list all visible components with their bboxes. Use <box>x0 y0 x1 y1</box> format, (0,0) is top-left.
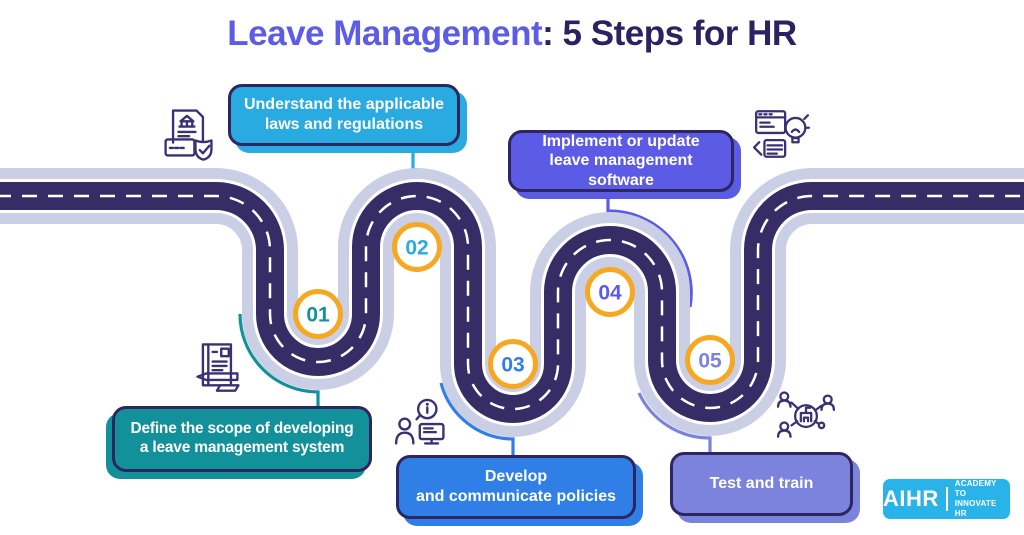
logo-brand-text: AIHR <box>883 486 939 511</box>
software-lightbulb-icon <box>752 110 811 158</box>
step-box-5: Test and train <box>670 452 853 516</box>
logo-divider <box>945 487 948 511</box>
page-title: Leave Management: 5 Steps for HR <box>0 14 1024 54</box>
step-circle-5: 05 <box>685 335 735 385</box>
step-circle-1: 01 <box>293 289 343 339</box>
step-label-2: Understand the applicable laws and regul… <box>243 96 445 133</box>
people-network-icon <box>776 391 836 438</box>
step-label-1: Define the scope of developing a leave m… <box>130 420 354 456</box>
connector-step-1 <box>238 313 320 407</box>
connector-step-3 <box>439 382 515 455</box>
step-label-4: Implement or update leave management sof… <box>542 132 700 189</box>
title-rest: : 5 Steps for HR <box>542 14 797 53</box>
step-number-5: 05 <box>698 350 722 373</box>
road-center-dashes <box>0 194 1024 411</box>
step-number-1: 01 <box>306 304 330 327</box>
road <box>0 168 1024 437</box>
document-pencil-icon <box>196 343 240 392</box>
step-circle-3: 03 <box>488 339 538 389</box>
logo-tagline: ACADEMY TO INNOVATE HR <box>954 479 997 518</box>
step-number-3: 03 <box>501 354 524 377</box>
person-monitor-info-icon <box>394 398 445 445</box>
step-circle-4: 04 <box>585 267 635 317</box>
step-box-3: Develop and communicate policies <box>396 455 636 519</box>
step-box-4: Implement or update leave management sof… <box>508 130 734 192</box>
step-box-1: Define the scope of developing a leave m… <box>112 406 372 472</box>
step-number-4: 04 <box>598 282 622 305</box>
step-label-3: Develop and communicate policies <box>415 468 617 505</box>
step-box-2: Understand the applicable laws and regul… <box>228 84 460 146</box>
connector-step-5 <box>637 392 712 452</box>
step-circle-2: 02 <box>392 222 442 272</box>
milestones: 01 02 03 04 05 <box>293 222 735 389</box>
connector-step-4 <box>606 193 693 308</box>
step-number-2: 02 <box>405 237 428 260</box>
step-label-5: Test and train <box>709 475 814 493</box>
title-highlight: Leave Management <box>227 14 543 53</box>
aihr-logo: AIHR ACADEMY TO INNOVATE HR <box>883 479 1010 519</box>
laws-shield-icon <box>164 109 213 161</box>
